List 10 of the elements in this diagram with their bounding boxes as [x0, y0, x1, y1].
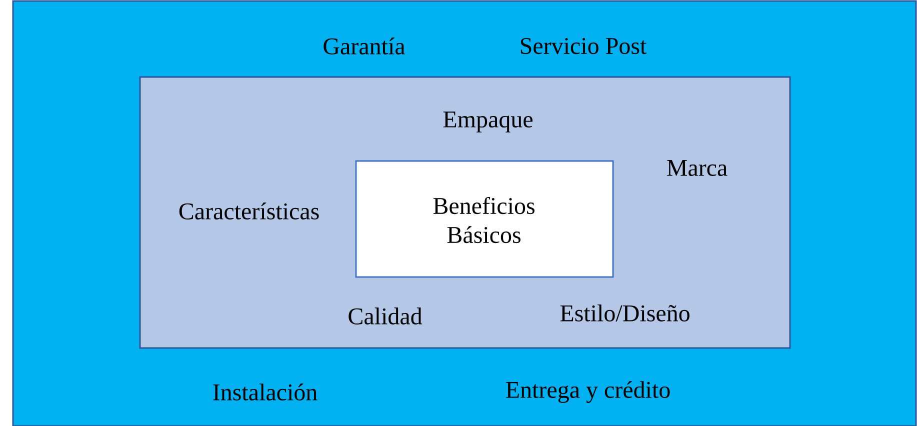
box-label: Beneficios Básicos	[433, 196, 534, 244]
box-label: Servicio Post	[520, 38, 647, 54]
box-label: Estilo/Diseño	[560, 304, 690, 322]
box-label: Características	[179, 202, 319, 220]
box-label: Marca	[667, 160, 728, 176]
box-label: Entrega y crédito	[506, 381, 670, 403]
box-label: Empaque	[443, 112, 532, 132]
box-label: Instalación	[213, 384, 318, 400]
box-label: Garantía	[324, 38, 405, 54]
box-label: Calidad	[348, 308, 422, 324]
